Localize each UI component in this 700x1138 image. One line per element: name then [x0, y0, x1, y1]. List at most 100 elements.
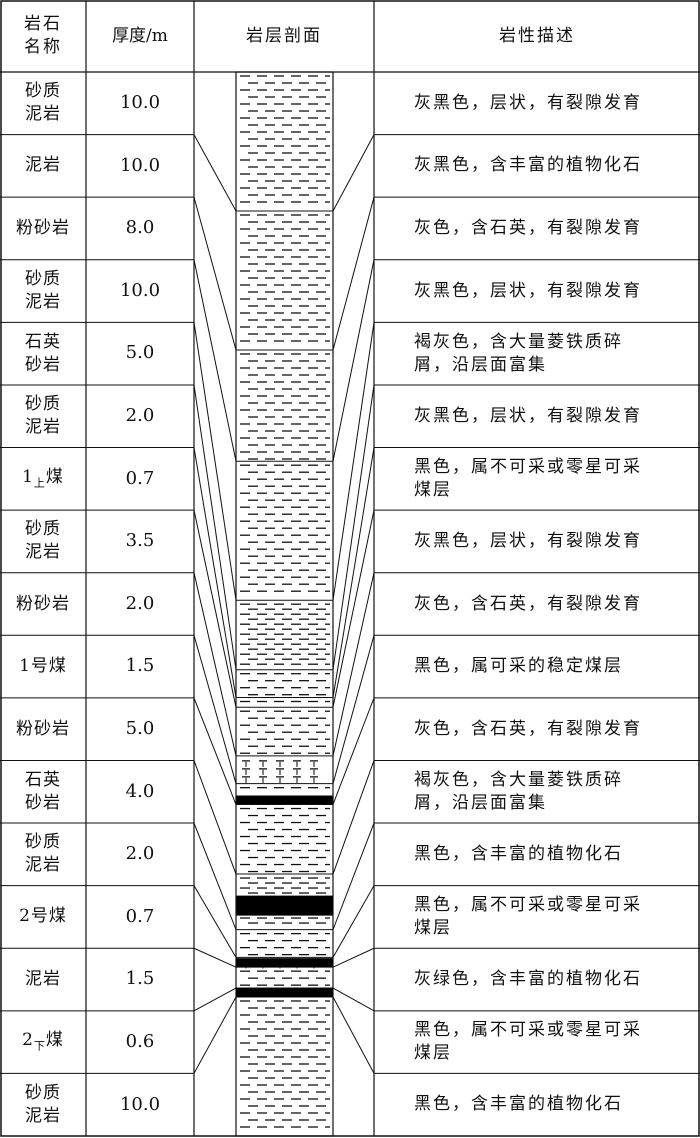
- rock-name-cell: 2号煤: [0, 886, 86, 949]
- lithology-description: 灰黑色，层状，有裂隙发育: [374, 510, 700, 573]
- rock-name-cell: 砂质泥岩: [0, 510, 86, 573]
- connector-line-left: [193, 447, 237, 698]
- description-line1: 褐灰色，含大量菱铁质碎: [414, 769, 623, 790]
- connector-line-right: [332, 384, 375, 670]
- rock-name: 粉砂岩: [16, 593, 70, 614]
- rock-name-cell: 泥岩: [0, 948, 86, 1011]
- connector-line-left: [193, 996, 237, 1074]
- coal-seam-layer: [236, 988, 333, 998]
- rock-name-subscript: 上: [33, 476, 46, 490]
- rock-name-cell: 砂质泥岩: [0, 1073, 86, 1136]
- rock-name-line2: 泥岩: [25, 855, 61, 876]
- connector-line-right: [332, 635, 375, 784]
- connector-line-left: [193, 760, 237, 875]
- description-line2: 煤层: [414, 479, 452, 500]
- rock-name-line2: 泥岩: [25, 292, 61, 313]
- rock-name-line2: 砂岩: [25, 792, 61, 813]
- rock-name: 泥岩: [25, 969, 61, 990]
- lithology-description: 灰黑色，层状，有裂隙发育: [374, 260, 700, 323]
- coal-seam-layer: [236, 958, 333, 968]
- lithology-description: 黑色，含丰富的植物化石: [374, 823, 700, 886]
- rock-name: 1号煤: [19, 656, 67, 677]
- rock-name-cell: 泥岩: [0, 135, 86, 198]
- description-line2: 煤层: [414, 917, 452, 938]
- connector-line-left: [193, 987, 237, 1012]
- description-line2: 屑，沿层面富集: [414, 792, 547, 813]
- thickness-value: 1.5: [125, 968, 155, 990]
- description-line1: 灰色，含石英，有裂隙发育: [414, 718, 642, 739]
- connector-line-right: [332, 947, 375, 968]
- coal-seam-layer: [236, 795, 333, 805]
- connector-line-right: [332, 885, 375, 958]
- thickness-value: 5.0: [125, 342, 155, 364]
- connector-line-left: [193, 947, 237, 968]
- rock-name: 2号煤: [19, 906, 67, 927]
- rock-name-cell: 2下煤: [0, 1011, 86, 1074]
- connector-line-left: [193, 384, 237, 670]
- description-line1: 黑色，属不可采或零星可采: [414, 456, 642, 477]
- lithology-description: 灰色，含石英，有裂隙发育: [374, 698, 700, 761]
- rock-name-line2: 泥岩: [25, 104, 61, 125]
- rock-name: 泥岩: [25, 155, 61, 176]
- rock-name-cell: 1上煤: [0, 448, 86, 511]
- connector-line-right: [332, 197, 375, 351]
- rock-name-line2: 泥岩: [25, 542, 61, 563]
- coal-seam-layer: [236, 895, 333, 916]
- connector-line-right: [332, 134, 375, 212]
- lithology-description: 黑色，属可采的稳定煤层: [374, 635, 700, 698]
- description-line1: 灰黑色，层状，有裂隙发育: [414, 92, 642, 113]
- lithology-description: 灰黑色，含丰富的植物化石: [374, 135, 700, 198]
- description-line1: 黑色，属可采的稳定煤层: [414, 656, 623, 677]
- thickness-value: 10.0: [119, 279, 161, 301]
- lithology-description: 灰绿色，含丰富的植物化石: [374, 948, 700, 1011]
- rock-name: 砂质: [25, 394, 61, 415]
- lithology-description: 褐灰色，含大量菱铁质碎屑，沿层面富集: [374, 760, 700, 823]
- lithology-description: 灰色，含石英，有裂隙发育: [374, 197, 700, 260]
- rock-name: 1上煤: [22, 467, 64, 490]
- rock-name: 粉砂岩: [16, 718, 70, 739]
- rock-name: 砂质: [25, 519, 61, 540]
- connector-line-left: [193, 635, 237, 784]
- description-line1: 灰黑色，层状，有裂隙发育: [414, 280, 642, 301]
- connector-line-right: [332, 697, 375, 805]
- lithology-description: 灰黑色，层状，有裂隙发育: [374, 72, 700, 135]
- connector-line-left: [193, 885, 237, 958]
- rock-name-suffix: 煤: [45, 1030, 64, 1051]
- connector-line-right: [332, 322, 375, 601]
- connector-line-left: [193, 197, 237, 351]
- description-line1: 黑色，属不可采或零星可采: [414, 1020, 642, 1041]
- thickness-value: 3.5: [125, 530, 155, 552]
- rock-name-line2: 泥岩: [25, 1105, 61, 1126]
- description-line1: 灰黑色，含丰富的植物化石: [414, 155, 642, 176]
- header-rock-name-line2: 名称: [24, 37, 62, 57]
- connector-line-left: [193, 572, 237, 756]
- connector-line-right: [332, 987, 375, 1012]
- connector-line-left: [193, 822, 237, 930]
- connector-line-right: [332, 822, 375, 930]
- description-line1: 灰色，含石英，有裂隙发育: [414, 593, 642, 614]
- section-column-border: [235, 71, 334, 1137]
- connector-line-right: [332, 572, 375, 756]
- header-section: 岩层剖面: [246, 25, 322, 46]
- rock-name-cell: 砂质泥岩: [0, 72, 86, 135]
- description-line1: 灰色，含石英，有裂隙发育: [414, 217, 642, 238]
- thickness-value: 2.0: [125, 843, 155, 865]
- rock-name: 2下煤: [22, 1030, 64, 1053]
- rock-name-cell: 粉砂岩: [0, 573, 86, 636]
- lithology-description: 黑色，含丰富的植物化石: [374, 1073, 700, 1136]
- description-line1: 灰黑色，层状，有裂隙发育: [414, 530, 642, 551]
- rock-name: 粉砂岩: [16, 217, 70, 238]
- thickness-value: 0.7: [125, 905, 155, 927]
- rock-name-suffix: 煤: [45, 467, 64, 488]
- header-description: 岩性描述: [499, 25, 575, 46]
- rock-name-cell: 1号煤: [0, 635, 86, 698]
- description-line2: 煤层: [414, 1043, 452, 1064]
- connector-line-right: [332, 259, 375, 462]
- lithology-description: 灰黑色，层状，有裂隙发育: [374, 385, 700, 448]
- rock-name: 石英: [25, 769, 61, 790]
- rock-name: 砂质: [25, 269, 61, 290]
- rock-name: 砂质: [25, 832, 61, 853]
